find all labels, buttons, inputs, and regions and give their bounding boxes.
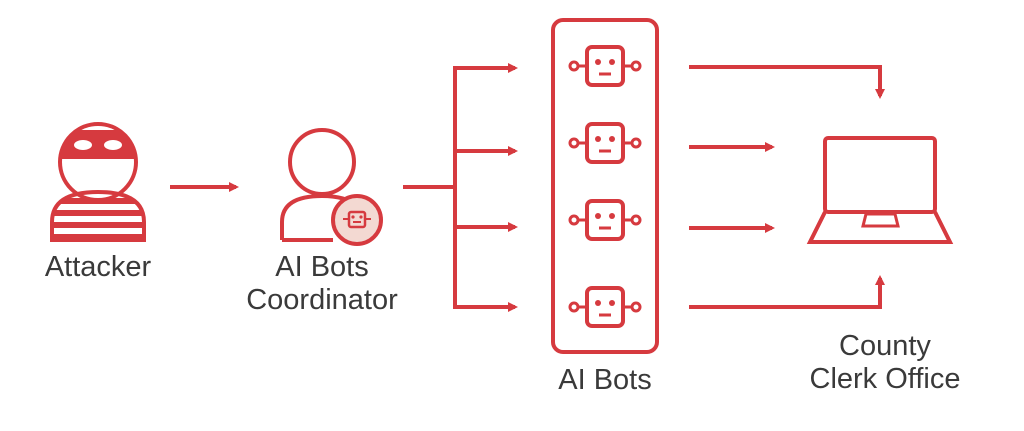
arrow-bot-1-to-target xyxy=(689,65,885,99)
target-label-line1: County xyxy=(839,330,931,362)
coordinator-label-line1: AI Bots xyxy=(275,251,369,283)
target-label-line2: Clerk Office xyxy=(809,363,961,395)
robot-icon xyxy=(568,199,642,241)
user-with-robot-badge-icon xyxy=(280,128,383,246)
bots-container xyxy=(551,18,659,354)
coordinator-label: AI Bots Coordinator xyxy=(232,251,412,317)
robot-icon xyxy=(568,45,642,87)
arrow-bot-4-to-target xyxy=(689,275,885,309)
robot-icon xyxy=(568,286,642,328)
attacker-label: Attacker xyxy=(44,251,152,283)
target-label: County Clerk Office xyxy=(795,330,975,396)
coordinator-label-line2: Coordinator xyxy=(246,284,398,316)
branch-connector xyxy=(403,68,457,307)
bots-label: AI Bots xyxy=(558,364,652,396)
masked-attacker-icon xyxy=(50,122,146,242)
robot-icon xyxy=(568,122,642,164)
laptop-icon xyxy=(806,136,954,244)
